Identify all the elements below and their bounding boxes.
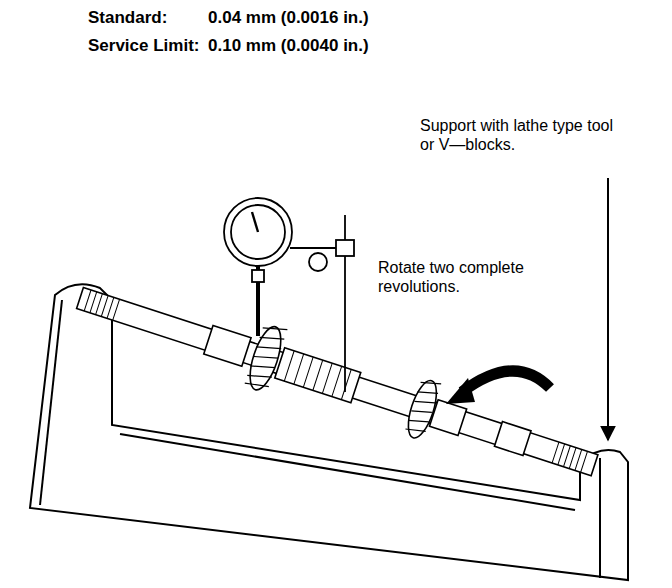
shaft-assembly <box>70 266 605 497</box>
spec-heading: Standard: <box>88 8 167 28</box>
note-text: Support with lathe type tool or V—blocks… <box>420 116 620 154</box>
dial-indicator <box>224 198 354 392</box>
v-block-stand <box>30 284 628 580</box>
note-text: Rotate two complete revolutions. <box>378 258 558 296</box>
leader-arrow <box>607 178 609 440</box>
rotation-arrow <box>446 371 550 404</box>
spec-heading: Service Limit: <box>88 36 200 56</box>
spec-value: 0.10 mm (0.0040 in.) <box>208 36 369 56</box>
spec-value: 0.04 mm (0.0016 in.) <box>208 8 369 28</box>
